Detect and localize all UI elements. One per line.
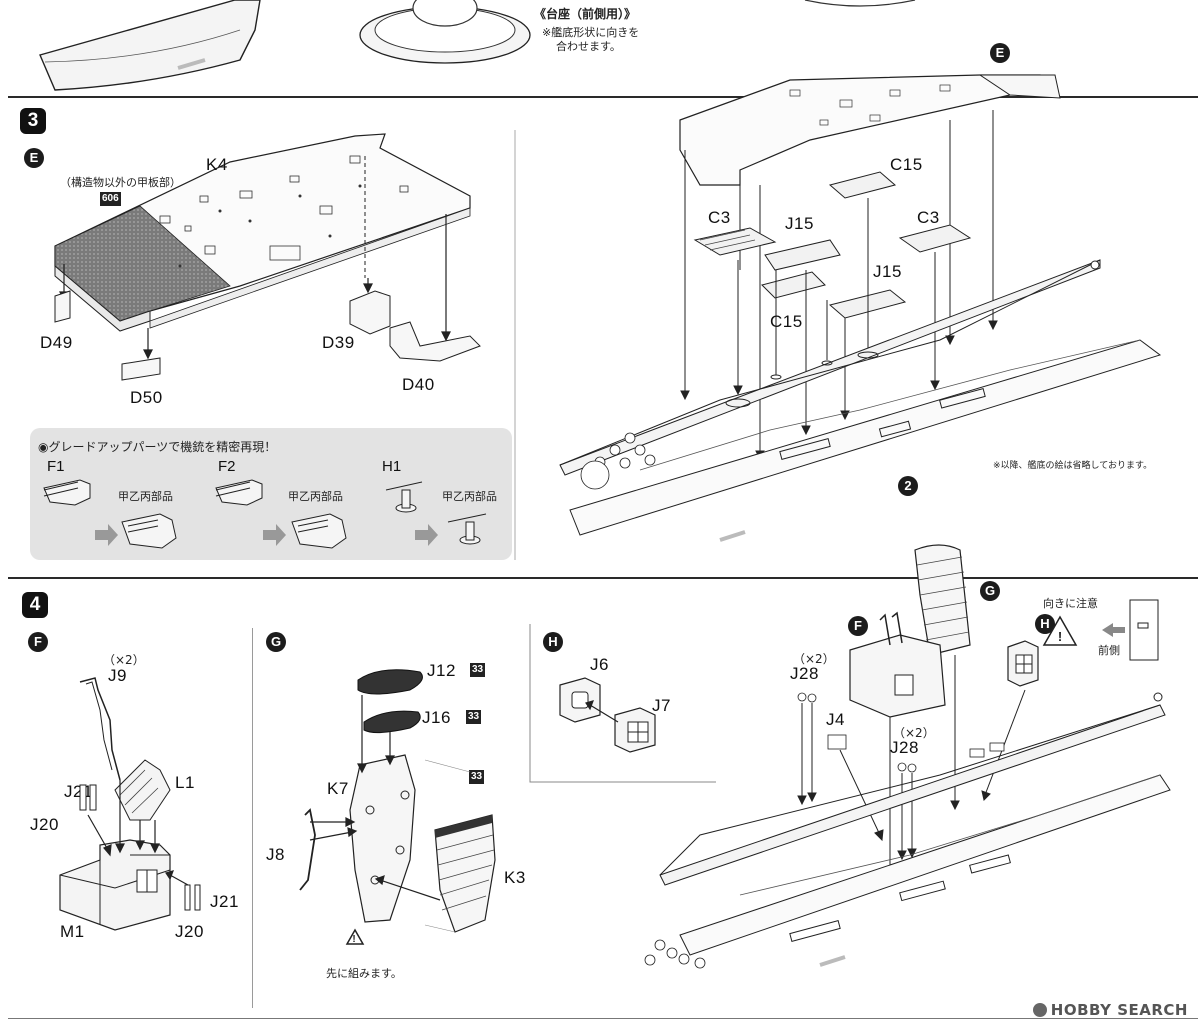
divider-middle [8, 577, 1198, 579]
bag-e-left-icon: E [24, 148, 44, 168]
orientation-note: 向きに注意 [1043, 597, 1098, 610]
j6-j7-illustration [559, 677, 656, 753]
part-j28-b: J28 [890, 738, 919, 757]
part-j16: J16 [422, 708, 451, 727]
bag-e-right-icon: E [990, 43, 1010, 63]
upgrade-label-f2: 甲乙丙部品 [288, 490, 343, 503]
front-side-label: 前側 [1098, 644, 1120, 657]
part-c15-mid: C15 [770, 312, 803, 331]
j9-quantity: （×2） [103, 653, 145, 667]
part-j28-a: J28 [790, 664, 819, 683]
paint-code-j12: 33 [470, 663, 486, 677]
part-k4: K4 [206, 155, 228, 174]
f-g-divider [252, 628, 253, 1008]
upgrade-part-f2: F2 [218, 458, 236, 475]
part-j15-mid: J15 [873, 262, 902, 281]
main-deck-assembly-illustration [559, 74, 1162, 542]
part-c3-left: C3 [708, 208, 731, 227]
upgrade-label-h1: 甲乙丙部品 [442, 490, 497, 503]
step3-divider-curve [514, 130, 516, 560]
bag-g-left-icon: G [266, 632, 286, 652]
j28-quantity-b: （×2） [893, 726, 935, 740]
hull-omission-note: ※以降、艦底の絵は省略しております。 [993, 461, 1153, 471]
svg-text:!: ! [352, 934, 355, 945]
stand-note-line1: ※艦底形状に向きを [542, 26, 640, 39]
watermark: HOBBY SEARCH [1032, 1001, 1188, 1019]
part-d50: D50 [130, 388, 163, 407]
upgrade-part-f1: F1 [47, 458, 65, 475]
part-d49: D49 [40, 333, 73, 352]
deck-k4-illustration [54, 133, 481, 381]
bag-g-main-icon: G [980, 581, 1000, 601]
divider-top [8, 96, 1198, 98]
paint-code-j16: 33 [466, 710, 482, 724]
deck-note: （構造物以外の甲板部） [60, 176, 181, 189]
step-2-ref-badge: 2 [898, 476, 918, 496]
hull-stand-illustration [39, 0, 916, 91]
step-3-badge: 3 [20, 108, 46, 134]
svg-text:!: ! [1058, 629, 1062, 644]
part-c15-top: C15 [890, 155, 923, 174]
part-c3-right: C3 [917, 208, 940, 227]
part-j21-b: J21 [210, 892, 239, 911]
part-j20-a: J20 [30, 815, 59, 834]
part-j12: J12 [427, 661, 456, 680]
divider-bottom [8, 1018, 1198, 1019]
bag-h-main-icon: H [1035, 614, 1055, 634]
watermark-logo-icon [1032, 1003, 1047, 1017]
upgrade-title: ◉グレードアップパーツで機銃を精密再現！ [38, 440, 277, 454]
part-l1: L1 [175, 773, 195, 792]
upgrade-label-f1: 甲乙丙部品 [118, 490, 173, 503]
part-j9: J9 [108, 666, 127, 685]
funnel-k3-illustration: ! [299, 669, 496, 945]
bag-h-subgroup-icon: H [543, 632, 563, 652]
part-j8: J8 [266, 845, 285, 864]
part-j6: J6 [590, 655, 609, 674]
part-d40: D40 [402, 375, 435, 394]
stand-note-line2: 合わせます。 [556, 40, 621, 53]
upgrade-part-h1: H1 [382, 458, 402, 475]
step4-main-assembly-illustration: ! [644, 544, 1171, 969]
paint-code-k7: 33 [469, 770, 485, 784]
part-k7: K7 [327, 779, 349, 798]
part-k3: K3 [504, 868, 526, 887]
stand-title: 《台座（前側用）》 [534, 7, 637, 21]
part-j15-top: J15 [785, 214, 814, 233]
part-j4: J4 [826, 710, 845, 729]
bridge-m1-illustration [59, 677, 201, 931]
h-subgroup-frame [529, 624, 716, 783]
part-d39: D39 [322, 333, 355, 352]
assemble-first-note: 先に組みます。 [326, 967, 402, 980]
part-j7: J7 [652, 696, 671, 715]
upgrade-guns-illustration [43, 479, 487, 549]
part-m1: M1 [60, 922, 85, 941]
step-4-badge: 4 [22, 592, 48, 618]
bag-f-left-icon: F [28, 632, 48, 652]
bag-f-main-icon: F [848, 616, 868, 636]
j28-quantity-a: （×2） [793, 652, 835, 666]
watermark-text: HOBBY SEARCH [1050, 1001, 1188, 1019]
part-j20-b: J20 [175, 922, 204, 941]
paint-code-606: 606 [100, 192, 121, 206]
